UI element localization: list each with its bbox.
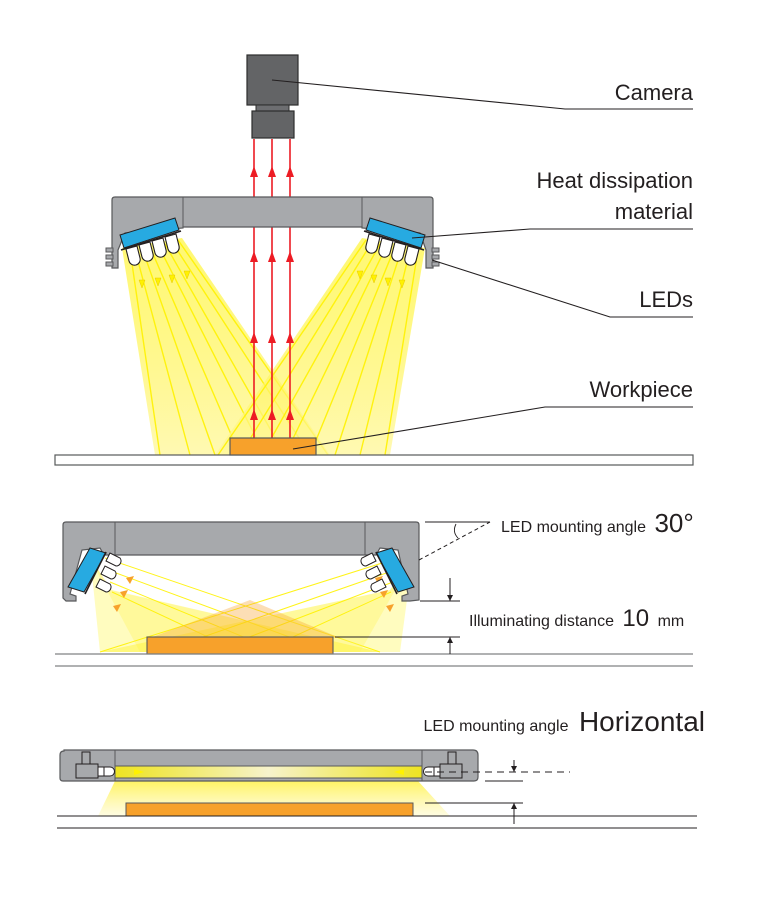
label-leds: LEDs bbox=[639, 287, 693, 312]
label-camera: Camera bbox=[615, 80, 694, 105]
label-mounting-angle-30: LED mounting angle 30° bbox=[501, 508, 694, 538]
leader-lines bbox=[271, 79, 693, 450]
label-heat-dissipation-line2: material bbox=[615, 199, 693, 224]
distance-text: Illuminating distance bbox=[469, 613, 614, 630]
light-channel bbox=[114, 765, 423, 779]
mounting-angle-value: 30° bbox=[654, 508, 693, 538]
workpiece bbox=[229, 437, 317, 456]
label-mounting-angle-horizontal: LED mounting angle Horizontal bbox=[424, 706, 706, 737]
stage bbox=[54, 454, 694, 466]
led-icons-left bbox=[125, 233, 180, 266]
led-icons-30-right bbox=[360, 552, 387, 593]
heat-sink-left bbox=[119, 217, 182, 251]
distance-annotation-horizontal bbox=[425, 760, 570, 824]
horizontal-angle-value: Horizontal bbox=[579, 706, 705, 737]
light-beam-right bbox=[215, 238, 425, 456]
panel-horizontal bbox=[57, 749, 697, 829]
led-block-left bbox=[75, 751, 115, 779]
camera-icon bbox=[246, 54, 299, 139]
angle-annotation-30 bbox=[418, 521, 491, 561]
ring-light-housing bbox=[105, 196, 440, 269]
ray-arrowheads bbox=[250, 166, 294, 420]
mounting-angle-text: LED mounting angle bbox=[501, 519, 646, 536]
label-illuminating-distance: Illuminating distance 10 mm bbox=[469, 605, 684, 632]
panel-30-degree bbox=[55, 521, 693, 667]
workpiece-horizontal bbox=[125, 802, 414, 817]
ring-light-housing-30 bbox=[62, 521, 420, 602]
label-heat-dissipation-line1: Heat dissipation bbox=[536, 168, 693, 193]
heat-sink-30-left bbox=[67, 547, 107, 593]
distance-unit: mm bbox=[658, 613, 685, 630]
distance-value: 10 bbox=[622, 605, 649, 632]
heat-sink-30-right bbox=[375, 547, 415, 593]
reflected-rays bbox=[253, 139, 291, 438]
workpiece-30 bbox=[146, 636, 334, 655]
heat-sink-right bbox=[363, 217, 426, 251]
panel-overview bbox=[54, 54, 694, 466]
led-icons-30-left bbox=[95, 552, 122, 593]
horizontal-angle-text: LED mounting angle bbox=[424, 718, 569, 735]
distance-annotation bbox=[335, 578, 460, 654]
overlap-zone bbox=[150, 600, 340, 638]
label-workpiece: Workpiece bbox=[589, 377, 693, 402]
led-icons-right bbox=[365, 233, 420, 266]
light-arrows-horizontal bbox=[134, 769, 404, 775]
